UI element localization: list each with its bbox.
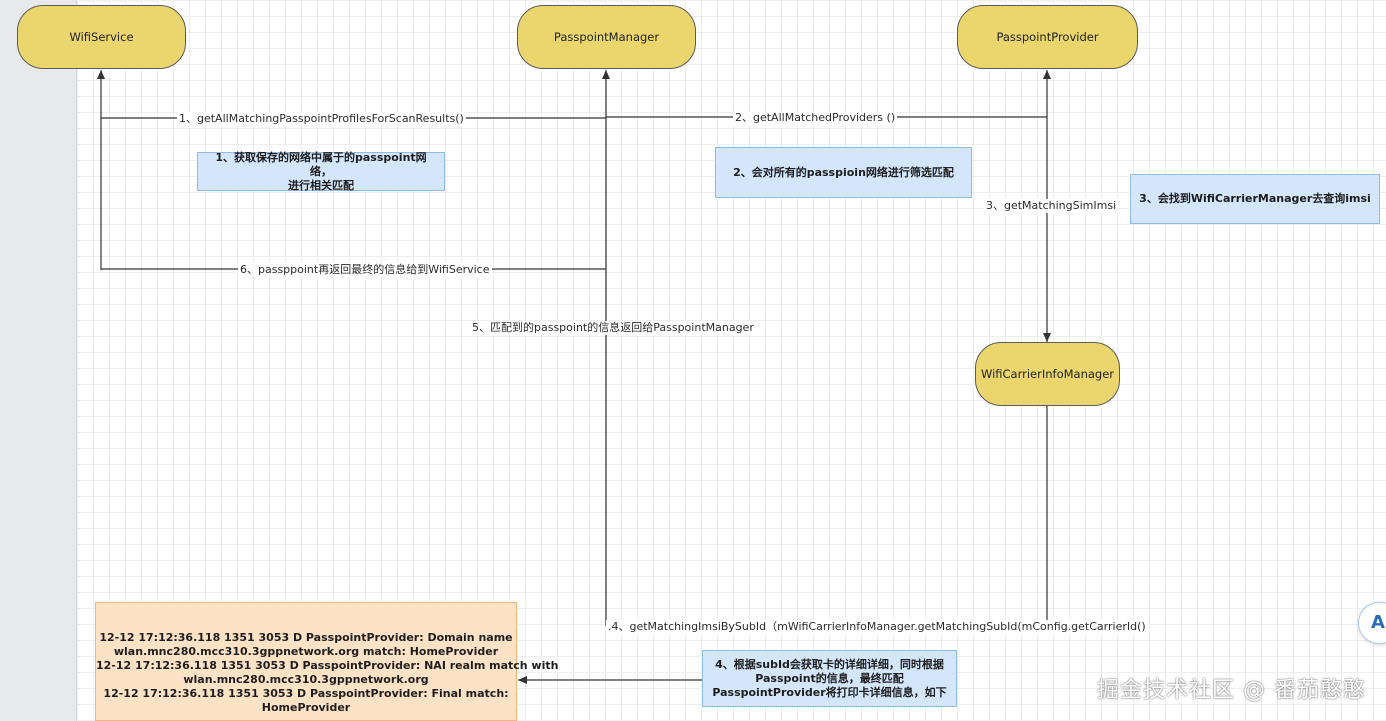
note-step1-line2: 进行相关匹配 bbox=[288, 178, 354, 192]
left-sidebar bbox=[0, 0, 77, 721]
log-line: 12-12 17:12:36.118 1351 3053 D Passpoint… bbox=[99, 631, 513, 644]
label-step1: 1、getAllMatchingPasspointProfilesForScan… bbox=[177, 112, 466, 126]
note-step1-line1: 1、获取保存的网络中属于的passpoint网络， bbox=[215, 150, 427, 178]
note-step2: 2、会对所有的passpioin网络进行筛选匹配 bbox=[715, 147, 972, 198]
watermark: 掘金技术社区 @ 番茄憨憨 bbox=[1097, 678, 1366, 703]
note-step3: 3、会找到WifiCarrierManager去查询imsi bbox=[1130, 174, 1380, 224]
label-step5: 5、匹配到的passpoint的信息返回给PasspointManager bbox=[470, 321, 756, 335]
node-passpointprovider[interactable]: PasspointProvider bbox=[957, 5, 1138, 69]
ai-icon: Ai bbox=[1371, 612, 1386, 633]
log-line: 12-12 17:12:36.118 1351 3053 D Passpoint… bbox=[103, 687, 509, 700]
log-output-box: 12-12 17:12:36.118 1351 3053 D Passpoint… bbox=[95, 602, 559, 721]
label-step4: .4、getMatchingImsiBySubId（mWifiCarrierIn… bbox=[606, 620, 1148, 634]
log-line: HomeProvider bbox=[261, 701, 351, 714]
note-step4-line2: Passpoint的信息，最终匹配 bbox=[755, 671, 904, 685]
note-step4-line3: PasspointProvider将打印卡详细信息，如下 bbox=[712, 685, 947, 699]
node-wifiservice[interactable]: WifiService bbox=[17, 5, 186, 69]
note-step4-line1: 4、根据subId会获取卡的详细详细，同时根据 bbox=[715, 657, 944, 671]
note-step4: 4、根据subId会获取卡的详细详细，同时根据 Passpoint的信息，最终匹… bbox=[702, 650, 957, 707]
label-step6: 6、passppoint再返回最终的信息给到WifiService bbox=[238, 263, 492, 277]
label-step2: 2、getAllMatchedProviders () bbox=[733, 111, 898, 125]
log-line: wlan.mnc280.mcc310.3gppnetwork.org bbox=[183, 673, 429, 686]
log-line: 12-12 17:12:36.118 1351 3053 D Passpoint… bbox=[96, 659, 559, 672]
node-wificarrierinfomanager[interactable]: WifiCarrierInfoManager bbox=[975, 342, 1120, 406]
node-passpointmanager[interactable]: PasspointManager bbox=[517, 5, 696, 69]
note-step1: 1、获取保存的网络中属于的passpoint网络， 进行相关匹配 bbox=[197, 150, 445, 192]
log-line: wlan.mnc280.mcc310.3gppnetwork.org match… bbox=[113, 645, 499, 658]
label-step3: 3、getMatchingSimImsi bbox=[984, 199, 1119, 213]
